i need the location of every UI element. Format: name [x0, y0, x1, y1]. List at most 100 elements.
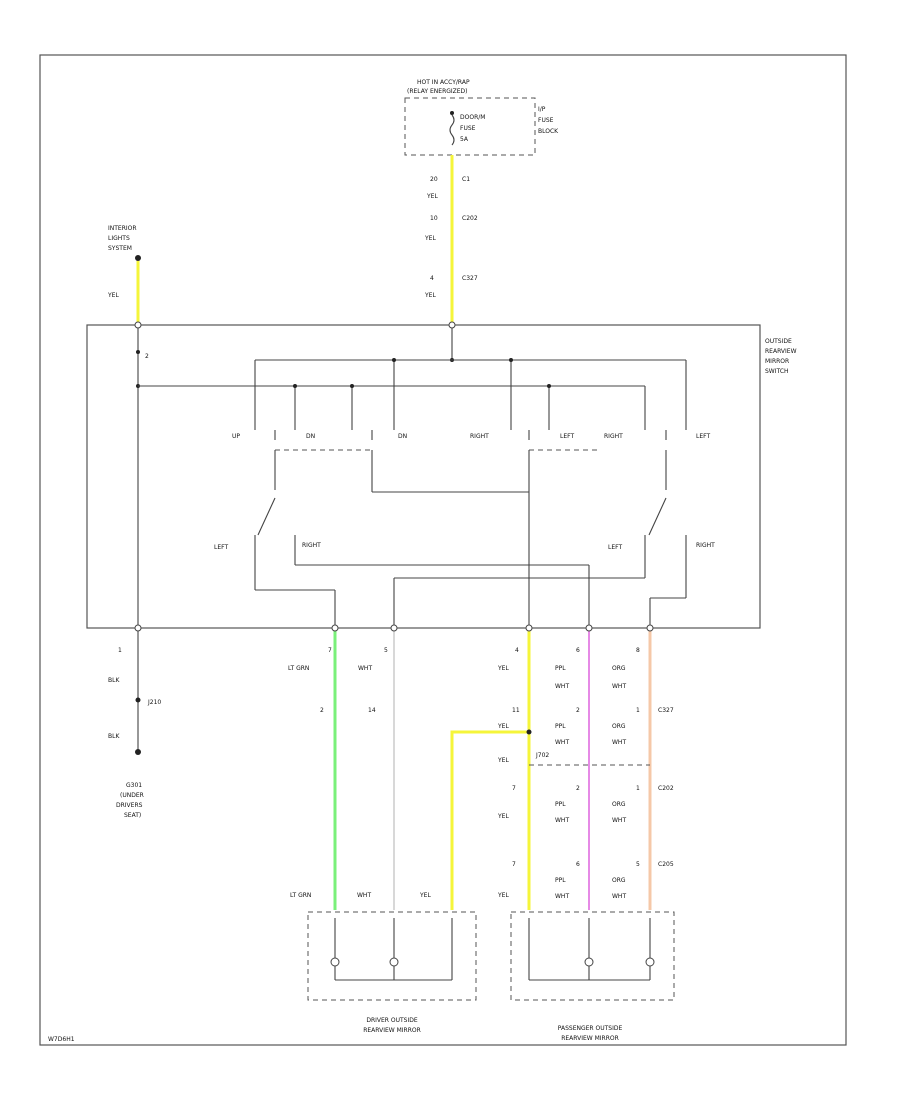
driver-motor-2 [389, 957, 399, 967]
splice-yel [526, 729, 532, 735]
org-c202-wht: WHT [612, 817, 626, 824]
c2-pin: 10 [430, 215, 438, 222]
c202-name: C202 [658, 785, 674, 792]
switch-pin-left-side: 2 [145, 353, 149, 360]
dot-c [392, 358, 396, 362]
passenger-mirror-line2: REARVIEW MIRROR [561, 1035, 619, 1042]
c205-name: C205 [658, 861, 674, 868]
yel-c205-pin: 7 [512, 861, 516, 868]
wht-pin-top: 5 [384, 647, 388, 654]
contact-arms [274, 430, 667, 440]
ltgrn-pin-bot: 2 [320, 707, 324, 714]
dot-a [293, 384, 297, 388]
driver-wht-label: WHT [357, 892, 371, 899]
fuse-element [449, 114, 455, 146]
fuse-block-line2: FUSE [538, 117, 554, 124]
fuse-block-outline [404, 97, 536, 156]
ppl-c327-wht: WHT [555, 739, 569, 746]
org-wht-top: WHT [612, 683, 626, 690]
driver-mirror-outline [307, 911, 477, 1001]
ltgrn-pin-top: 7 [328, 647, 332, 654]
driver-mirror-line1: DRIVER OUTSIDE [366, 1017, 418, 1024]
org-c327-label: ORG [612, 723, 626, 730]
ppl-wht-top: WHT [555, 683, 569, 690]
passenger-yel-label: YEL [497, 892, 509, 899]
ground-line3: DRIVERS [116, 802, 143, 809]
fuse-amp: 5A [460, 136, 469, 143]
contact-dn1: DN [306, 433, 315, 440]
fuse-block-line1: I/P [538, 106, 546, 113]
ppl-c205-label: PPL [555, 877, 566, 884]
passenger-mirror-outline [510, 911, 675, 1001]
interior-lights-line3: SYSTEM [108, 245, 132, 252]
pin-node-4 [525, 624, 533, 632]
selector-2-arm [648, 497, 667, 536]
yel-c327-label: YEL [497, 723, 509, 730]
org-c205-wht: WHT [612, 893, 626, 900]
yel-pin-top: 4 [515, 647, 519, 654]
wire-yel-driver [450, 730, 529, 910]
left-bus-dot-1 [136, 350, 140, 354]
ppl-pin-top: 6 [576, 647, 580, 654]
driver-motor-1 [330, 957, 340, 967]
interior-lights-line2: LIGHTS [108, 235, 130, 242]
gnd-blk-2: BLK [108, 733, 120, 740]
ltgrn-label-top: LT GRN [288, 665, 309, 672]
splice-j702-label: J702 [535, 752, 549, 759]
org-c327-wht: WHT [612, 739, 626, 746]
selector-left-1: LEFT [214, 544, 228, 551]
contact-right1: RIGHT [470, 433, 489, 440]
splice-j210-label: J210 [147, 699, 161, 706]
selector-right-1: RIGHT [302, 542, 321, 549]
org-c202-pin: 1 [636, 785, 640, 792]
dot-e [547, 384, 551, 388]
feed-yel-label-1: YEL [426, 193, 438, 200]
gnd-pin: 1 [118, 647, 122, 654]
footer-id: W7D6H1 [48, 1036, 75, 1043]
passenger-motor-2 [645, 957, 655, 967]
contact-left1: LEFT [560, 433, 574, 440]
ppl-c202-wht: WHT [555, 817, 569, 824]
contact-right2: RIGHT [604, 433, 623, 440]
passenger-motor-1 [584, 957, 594, 967]
fuse-hot-label: HOT IN ACCY/RAP [417, 79, 470, 86]
yel-j702-label: YEL [497, 757, 509, 764]
ppl-c205-wht: WHT [555, 893, 569, 900]
wht-pin-bot: 14 [368, 707, 376, 714]
diagram-frame [39, 54, 847, 1046]
pin-node-2 [331, 624, 339, 632]
org-pin-top: 8 [636, 647, 640, 654]
pin-node-top-2 [448, 321, 456, 329]
selector-right-2: RIGHT [696, 542, 715, 549]
mirror-switch-box [86, 324, 761, 629]
ground-line2: (UNDER [120, 792, 144, 799]
yel-label-top: YEL [497, 665, 509, 672]
yel-c202-label: YEL [497, 813, 509, 820]
ppl-c327-pin: 2 [576, 707, 580, 714]
ground-node [135, 749, 141, 755]
yel-c327-pin: 11 [512, 707, 520, 714]
fuse-block-line3: BLOCK [538, 128, 559, 135]
ground-line4: SEAT) [124, 812, 141, 819]
org-c205-label: ORG [612, 877, 626, 884]
gnd-blk-1: BLK [108, 677, 120, 684]
fuse-top-dot [450, 111, 454, 115]
c1-name: C1 [462, 176, 470, 183]
selector-1-arm [257, 497, 276, 536]
ppl-c202-pin: 2 [576, 785, 580, 792]
driver-ltgrn-label: LT GRN [290, 892, 311, 899]
ppl-c327-label: PPL [555, 723, 566, 730]
c3-pin: 4 [430, 275, 434, 282]
org-label-top: ORG [612, 665, 626, 672]
switch-label-line1: OUTSIDE [765, 338, 792, 345]
interior-lights-line1: INTERIOR [108, 225, 137, 232]
switch-label-line3: MIRROR [765, 358, 789, 365]
contact-dn2: DN [398, 433, 407, 440]
contact-left2: LEFT [696, 433, 710, 440]
ppl-c205-pin: 6 [576, 861, 580, 868]
pin-node-1 [134, 624, 142, 632]
c327-name: C327 [658, 707, 674, 714]
pin-node-6 [646, 624, 654, 632]
contact-up: UP [232, 433, 240, 440]
